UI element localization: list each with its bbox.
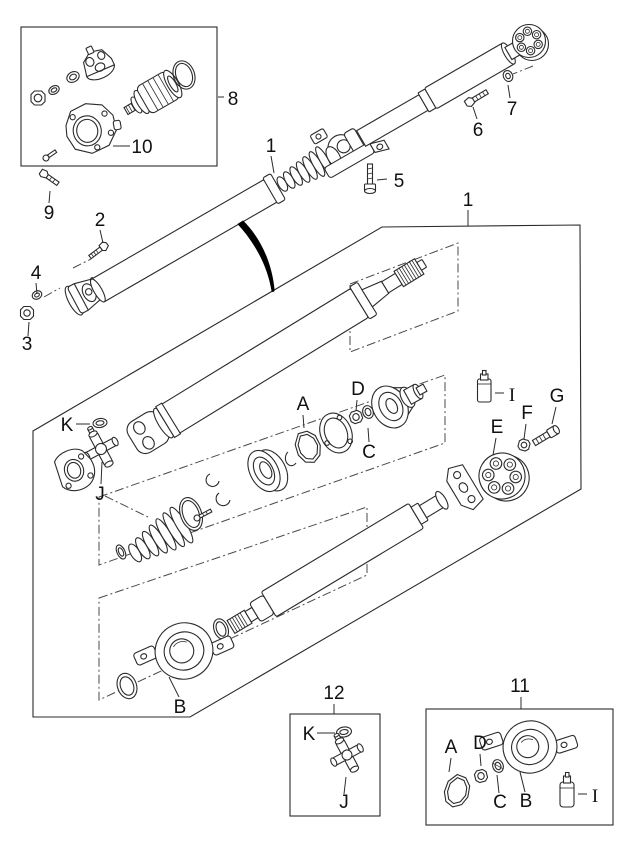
main-exploded-box-frame <box>32 224 582 718</box>
grease-tube-i <box>476 369 492 403</box>
bolt-6 <box>463 88 490 107</box>
callout-9[interactable]: 9 <box>44 203 55 224</box>
callout-4[interactable]: 4 <box>31 263 42 284</box>
inset-11-gasket-a <box>443 773 471 808</box>
inset-8-snap-ring-large <box>172 60 196 90</box>
callout-11[interactable]: 11 <box>510 676 530 697</box>
inset-11-center-bearing-b <box>479 720 579 774</box>
washer-c-main <box>362 405 374 419</box>
callout-12[interactable]: 12 <box>323 683 344 704</box>
cv-boot-clamp-large <box>178 497 204 531</box>
inset-11-nut-d <box>473 768 489 784</box>
bolt-9 <box>38 168 60 187</box>
callout-letter-b[interactable]: B <box>174 697 187 718</box>
cv-joint-housing <box>371 383 428 429</box>
inset-8-flange-yoke <box>83 45 116 81</box>
bolt-5 <box>363 163 377 195</box>
callout-letter-j[interactable]: J <box>95 484 105 505</box>
callout-letter-e[interactable]: E <box>491 417 504 438</box>
inset-box-12-frame <box>289 713 381 817</box>
snap-ring-clip-1 <box>205 473 220 487</box>
leader-lines <box>27 84 587 795</box>
callout-letter-d[interactable]: D <box>351 379 365 400</box>
snap-ring-c-clip <box>284 451 297 467</box>
flex-disc-e <box>478 452 530 502</box>
inner-phantom-box-center-bearing <box>98 506 368 701</box>
gasket-a-main <box>294 430 321 463</box>
inset-11-lock-washer-c <box>492 759 504 773</box>
bearing-cover-plate <box>319 412 353 454</box>
assembled-propshaft <box>64 23 550 316</box>
u-joint-spider-j <box>83 425 119 468</box>
center-bearing-seal <box>116 672 138 700</box>
callout-letter-g[interactable]: G <box>550 386 565 407</box>
washer-4 <box>31 290 43 300</box>
cv-boot-bellows <box>128 506 194 563</box>
inset-8-nut <box>30 90 46 106</box>
nut-f <box>517 438 531 452</box>
inner-phantom-box-splined-end <box>349 242 459 353</box>
snap-ring-clip-2 <box>215 492 231 507</box>
inset-12-u-joint-spider-j <box>330 732 364 773</box>
snap-ring-k <box>92 417 108 429</box>
callout-inset11-d[interactable]: D <box>473 733 487 754</box>
callout-inset11-i[interactable]: I <box>592 786 598 807</box>
callout-inset11-b[interactable]: B <box>520 791 533 812</box>
inset-8-coupling-assembly <box>123 69 183 116</box>
callout-3[interactable]: 3 <box>22 334 33 355</box>
bolt-g <box>531 424 560 447</box>
callout-letter-i[interactable]: I <box>509 385 515 406</box>
callout-inset11-a[interactable]: A <box>445 737 458 758</box>
assembled-shaft-body <box>89 39 525 303</box>
callout-inset12-k[interactable]: K <box>303 724 316 745</box>
callout-2[interactable]: 2 <box>95 210 106 231</box>
cv-joint-bearing <box>247 449 289 493</box>
callout-8[interactable]: 8 <box>228 89 239 110</box>
inset-8-bearing-cup <box>66 71 80 83</box>
washer-7 <box>502 70 514 82</box>
callout-inset12-j[interactable]: J <box>339 792 349 813</box>
inset-box-11-frame <box>425 708 614 826</box>
nut-d-main <box>348 409 364 425</box>
boot-band-screw <box>193 508 213 522</box>
callout-letter-k[interactable]: K <box>61 415 74 436</box>
companion-flange <box>53 448 96 492</box>
callout-letter-f[interactable]: F <box>521 403 533 424</box>
dash-leader-washer4 <box>43 287 61 298</box>
inset-8-screw <box>42 149 58 162</box>
dash-leader-washer7 <box>512 65 534 75</box>
direction-swoosh-mark <box>237 220 275 292</box>
rear-shaft-flange-plate <box>446 464 484 511</box>
callout-inset11-c[interactable]: C <box>493 792 507 813</box>
callout-7[interactable]: 7 <box>507 99 518 120</box>
bolt-2 <box>88 241 110 260</box>
dash-leader-joint-group <box>104 495 149 518</box>
front-propshaft <box>126 257 427 455</box>
callout-5[interactable]: 5 <box>394 171 405 192</box>
center-bearing-bracket-b <box>133 622 235 680</box>
cv-boot-clamp-small <box>115 544 127 560</box>
callout-10[interactable]: 10 <box>131 137 152 158</box>
callout-1-shaft[interactable]: 1 <box>266 136 277 157</box>
inset-11-grease-tube-i <box>559 771 575 808</box>
callout-6[interactable]: 6 <box>473 120 484 141</box>
inset-8-bearing-housing-10 <box>65 103 122 154</box>
nut-3 <box>19 305 35 321</box>
inset-box-8-frame <box>20 26 218 167</box>
callout-1-box[interactable]: 1 <box>463 190 474 211</box>
assembled-flex-disc <box>511 23 550 62</box>
rear-propshaft <box>226 490 449 635</box>
callout-letter-a[interactable]: A <box>297 394 310 415</box>
dash-leader-bolt2 <box>72 258 92 269</box>
callout-letter-c[interactable]: C <box>362 442 376 463</box>
inset-8-oring-small <box>48 85 60 95</box>
